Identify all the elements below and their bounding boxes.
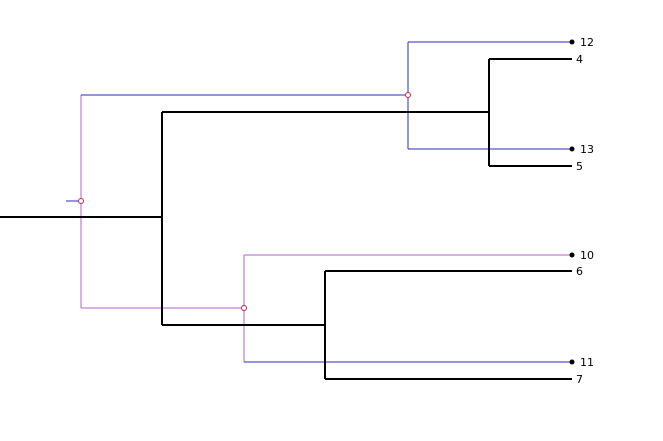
- tip-labels: 12 4 13 5 10 6 11 7: [576, 36, 594, 386]
- tip-label-5: 5: [576, 160, 583, 173]
- leaf-dot-13: [569, 146, 575, 152]
- overlay-node-upper: [405, 92, 411, 98]
- overlay-tree: [66, 41, 572, 363]
- overlay-node-root: [78, 198, 84, 204]
- overlay-node-lower: [241, 305, 247, 311]
- tip-label-11: 11: [580, 356, 594, 369]
- overlay-leaf-markers: [569, 39, 575, 365]
- leaf-dot-11: [569, 359, 575, 365]
- reference-tree: [0, 58, 572, 380]
- tip-label-6: 6: [576, 265, 583, 278]
- tip-label-10: 10: [580, 249, 594, 262]
- leaf-dot-12: [569, 39, 575, 45]
- tip-label-12: 12: [580, 36, 594, 49]
- tip-label-7: 7: [576, 373, 583, 386]
- tip-label-13: 13: [580, 143, 594, 156]
- tip-label-4: 4: [576, 53, 583, 66]
- leaf-dot-10: [569, 252, 575, 258]
- overlay-internal-nodes: [78, 92, 411, 311]
